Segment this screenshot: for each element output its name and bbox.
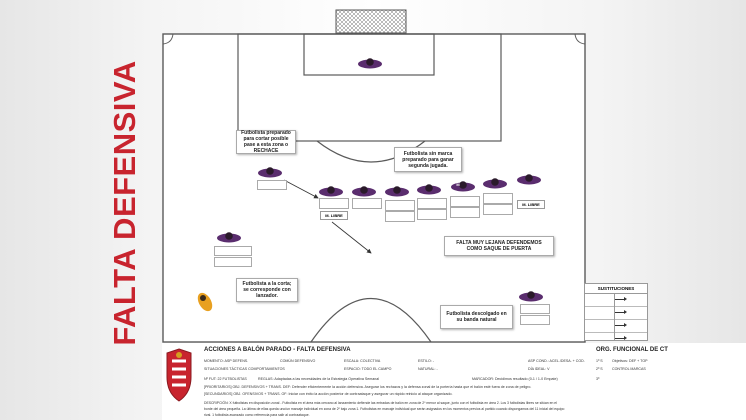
- footer-title: ACCIONES A BALÓN PARADO - FALTA DEFENSIV…: [204, 347, 351, 353]
- footer-cell: SITUACIONES TÁCTICAS COMPORTAMIENTOS: [204, 367, 285, 371]
- label-box: [417, 198, 447, 209]
- footer-description-2: borde del área pequeña. La última de ell…: [204, 407, 565, 411]
- label-box: [450, 207, 480, 218]
- label-box: [385, 200, 415, 211]
- tag-m: M: [456, 182, 460, 187]
- footer-description-3: rival. 1 futbolista avanzado como refere…: [204, 413, 310, 417]
- label-box: [214, 246, 252, 256]
- note-rebound: Futbolista preparado para cortar posible…: [236, 130, 296, 154]
- note-short: Futbolista a la corta; se corresponde co…: [236, 278, 298, 302]
- footer-cell: 2º S: [596, 367, 603, 371]
- corner-arc-left: [162, 33, 174, 45]
- footer-cell: ASP COND.: ACEL./DESA. + COD.: [528, 359, 585, 363]
- footer-cell: DÍA IDEAL: V: [528, 367, 550, 371]
- footer-cell: Nº FUT: 22 FUTBOLISTAS: [204, 377, 247, 381]
- substitution-row: [585, 294, 647, 307]
- footer-cell: 1º S: [596, 359, 603, 363]
- footer-cell: MARCADOR: Decidimos resultado (0-1 / 1-0…: [472, 377, 558, 381]
- player-wall-1: [319, 186, 343, 197]
- player-wall-7: [517, 174, 541, 185]
- player-wall-5: [451, 181, 475, 192]
- player-wall-3: [385, 186, 409, 197]
- movement-arrow-2: [331, 221, 372, 254]
- footer-description-1: DESCRIPCIÓN: X futbolistas en disposició…: [204, 401, 557, 405]
- label-box: [483, 193, 513, 204]
- goal-area: [303, 33, 435, 76]
- footer-cell: ESTILO: -: [418, 359, 434, 363]
- corner-arc-right: [574, 33, 586, 45]
- note-second-ball: Futbolista sin marca preparado para gana…: [394, 147, 462, 172]
- ball-kicker-icon: [197, 292, 213, 312]
- label-box: [450, 196, 480, 207]
- footer-objectives-primary: [PRIORITARIOS] OBJ. DEFENSIVOS + TRANS. …: [204, 385, 532, 389]
- substitution-row: [585, 333, 647, 345]
- pitch-surface: [162, 33, 586, 343]
- note-goal-kick: FALTA MUY LEJANA DEFENDEMOS COMO SAQUE D…: [444, 236, 554, 256]
- player-wall-4: [417, 184, 441, 195]
- substitutions-title: SUSTITUCIONES: [585, 284, 647, 294]
- player-goalkeeper: [358, 58, 382, 69]
- footer-cell: NATURAL: -: [418, 367, 438, 371]
- footer-objectives-secondary: [SECUNDARIOS] OBJ. OFENSIVOS + TRANS. OF…: [204, 392, 453, 396]
- club-crest-icon: [166, 348, 192, 402]
- tag-m-libre-left: M. LIBRE: [320, 211, 348, 220]
- label-box: [352, 198, 382, 209]
- substitution-row: [585, 307, 647, 320]
- substitutions-table: SUSTITUCIONES: [584, 283, 648, 341]
- label-box: [214, 257, 252, 267]
- label-box: [520, 304, 550, 314]
- label-box: [319, 198, 349, 209]
- footer-cell: 3º: [596, 377, 600, 381]
- footer-cell: Objetivos: DEF + TOP: [612, 359, 648, 363]
- substitution-row: [585, 320, 647, 333]
- tag-m-libre-right: M. LIBRE: [517, 200, 545, 209]
- player-short: [217, 232, 241, 243]
- movement-arrow-1: [283, 179, 319, 199]
- footer-cell: REGLAS: Adaptadas a las necesidades de l…: [258, 377, 380, 381]
- label-box: [257, 180, 287, 190]
- footer-panel: ACCIONES A BALÓN PARADO - FALTA DEFENSIV…: [162, 343, 746, 420]
- label-box: [385, 211, 415, 222]
- label-box: [417, 209, 447, 220]
- label-box: [520, 315, 550, 325]
- player-wall-2: [352, 186, 376, 197]
- note-wide: Futbolista descolgado en su banda natura…: [440, 305, 513, 329]
- footer-right-title: ORG. FUNCIONAL DE CT: [596, 347, 668, 353]
- footer-cell: ESPACIO: TODO EL CAMPO: [344, 367, 392, 371]
- goal-net: [335, 9, 407, 34]
- player-wall-6: [483, 178, 507, 189]
- footer-cell: ESCALA: COLECTIVA: [344, 359, 381, 363]
- centre-circle: [310, 297, 432, 343]
- player-rebound: [258, 167, 282, 178]
- footer-cell: CONTROL MARCAS: [612, 367, 646, 371]
- label-box: [483, 204, 513, 215]
- footer-cell: MOMENTO: ASP DEFENS.: [204, 359, 249, 363]
- player-wide: [519, 291, 543, 302]
- footer-cell: COMÚN DEFENSIVO: [280, 359, 316, 363]
